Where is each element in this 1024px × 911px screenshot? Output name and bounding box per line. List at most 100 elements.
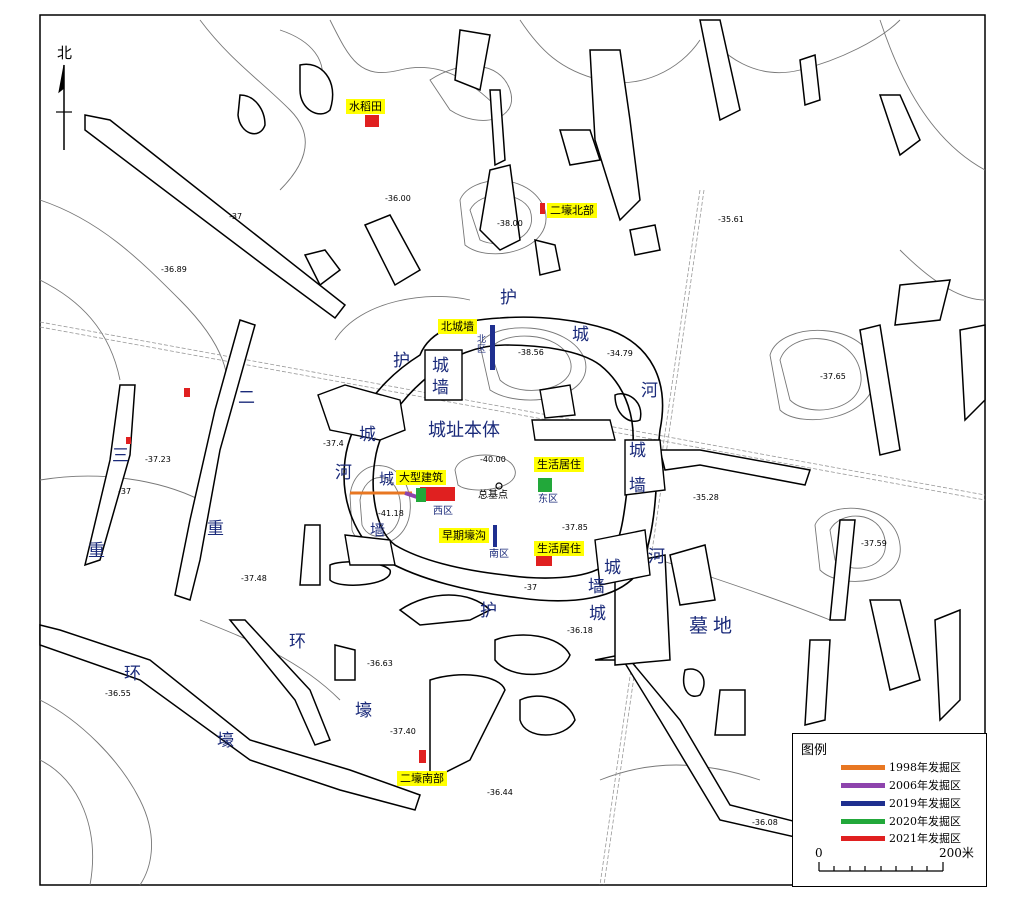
wall-char: 城 bbox=[432, 356, 449, 376]
moat-char: 河 bbox=[648, 547, 665, 567]
callout-moat2-north: 二壕北部 bbox=[547, 203, 597, 218]
elevation-label: -38.00 bbox=[497, 219, 523, 228]
excavation-south-living bbox=[536, 556, 552, 566]
elevation-label: -36.44 bbox=[487, 788, 513, 797]
excavation-moat2-south bbox=[419, 750, 426, 763]
elevation-label: -36.63 bbox=[367, 659, 393, 668]
excavation-moat2-north bbox=[540, 203, 545, 214]
callout-north-wall: 北城墙 bbox=[438, 319, 477, 334]
ring2-char-4: 壕 bbox=[355, 701, 372, 721]
datum-marker bbox=[495, 482, 503, 490]
legend-title: 图例 bbox=[801, 743, 828, 758]
elevation-label: -41.18 bbox=[378, 509, 404, 518]
excavation-areas bbox=[126, 115, 552, 763]
elevation-label: -36.08 bbox=[752, 818, 778, 827]
ring3-char-1: 三 bbox=[112, 446, 129, 466]
road-lines bbox=[39, 189, 986, 886]
wall-char: 墙 bbox=[432, 378, 449, 398]
elevation-label: -40.00 bbox=[480, 455, 506, 464]
legend-item-1998: 1998年发掘区 bbox=[841, 761, 961, 774]
excavation-west-a bbox=[184, 388, 190, 397]
elevation-label: -36.00 bbox=[385, 194, 411, 203]
north-label: 北 bbox=[57, 44, 73, 62]
legend-item-2019: 2019年发掘区 bbox=[841, 797, 961, 810]
legend-label: 1998年发掘区 bbox=[889, 761, 961, 774]
zone-north: 北区 bbox=[477, 335, 487, 355]
legend-label: 2019年发掘区 bbox=[889, 797, 961, 810]
cemetery-char-2: 地 bbox=[713, 615, 733, 637]
moat-char: 护 bbox=[480, 601, 497, 621]
elevation-label: -37.23 bbox=[145, 455, 171, 464]
callout-moat2-south: 二壕南部 bbox=[397, 771, 447, 786]
elevation-label: -37.85 bbox=[562, 523, 588, 532]
ring2-char-3: 环 bbox=[289, 632, 306, 652]
wall-char: 墙 bbox=[370, 521, 386, 539]
elevation-label: -38.56 bbox=[518, 348, 544, 357]
city-body-label: 城址本体 bbox=[428, 420, 500, 441]
wall-char: 墙 bbox=[588, 577, 605, 597]
moat-char: 城 bbox=[572, 325, 589, 345]
legend-swatch bbox=[841, 800, 885, 806]
ring3-char-2: 重 bbox=[88, 541, 105, 561]
elevation-label: -35.28 bbox=[693, 493, 719, 502]
elevation-label: -37.4 bbox=[323, 439, 344, 448]
excavation-south-ditch bbox=[493, 525, 497, 547]
north-arrow bbox=[56, 64, 72, 150]
legend-label: 2021年发掘区 bbox=[889, 832, 961, 845]
elevation-label: -37.59 bbox=[861, 539, 887, 548]
elevation-label: -37.48 bbox=[241, 574, 267, 583]
zone-west: 西区 bbox=[433, 506, 453, 517]
elevation-label: -37 bbox=[229, 212, 243, 221]
elevation-label: -37 bbox=[524, 583, 538, 592]
moat-char: 河 bbox=[641, 381, 658, 401]
moat-char: 城 bbox=[589, 604, 606, 624]
legend-swatch bbox=[841, 782, 885, 788]
zone-south: 南区 bbox=[489, 549, 509, 560]
excavation-paddy bbox=[365, 115, 379, 127]
moat-char: 河 bbox=[335, 463, 352, 483]
elevation-label: -36.89 bbox=[161, 265, 187, 274]
excavation-east-living bbox=[538, 478, 552, 492]
moat-water-bodies bbox=[39, 19, 986, 881]
ring3-char-3: 环 bbox=[124, 664, 141, 684]
ring2-char-2: 重 bbox=[207, 519, 224, 539]
scale-end: 200米 bbox=[939, 846, 974, 860]
legend-item-2006: 2006年发掘区 bbox=[841, 779, 961, 792]
callout-living-south: 生活居住 bbox=[534, 541, 584, 556]
legend-label: 2020年发掘区 bbox=[889, 815, 961, 828]
wall-char: 墙 bbox=[629, 476, 646, 496]
legend-label: 2006年发掘区 bbox=[889, 779, 961, 792]
excavation-west-b bbox=[126, 437, 131, 444]
elevation-label: -36.18 bbox=[567, 626, 593, 635]
callout-living-east: 生活居住 bbox=[534, 457, 584, 472]
zone-east: 东区 bbox=[538, 494, 558, 505]
zone-datum: 总基点 bbox=[478, 490, 508, 501]
callout-paddy: 水稻田 bbox=[346, 99, 385, 114]
ring3-char-4: 壕 bbox=[217, 731, 234, 751]
legend-swatch bbox=[841, 818, 885, 824]
scale-bar bbox=[818, 862, 944, 872]
elevation-label: -34.79 bbox=[607, 349, 633, 358]
wall-blocks bbox=[317, 349, 666, 586]
moat-char: 城 bbox=[359, 425, 376, 445]
legend-item-2020: 2020年发掘区 bbox=[841, 815, 961, 828]
elevation-label: -37.40 bbox=[390, 727, 416, 736]
legend-swatch bbox=[841, 835, 885, 841]
elevation-label: -35.61 bbox=[718, 215, 744, 224]
wall-char: 城 bbox=[629, 441, 646, 461]
wall-char: 城 bbox=[379, 470, 395, 488]
elevation-label: -36.55 bbox=[105, 689, 131, 698]
callout-early-ditch: 早期壕沟 bbox=[439, 528, 489, 543]
moat-char: 护 bbox=[500, 288, 517, 308]
excavation-big-building bbox=[420, 487, 455, 501]
excavation-2020-west bbox=[416, 488, 426, 502]
legend-swatch bbox=[841, 764, 885, 770]
cemetery-char-1: 墓 bbox=[689, 615, 709, 637]
map-legend: 图例 1998年发掘区 2006年发掘区 2019年发掘区 2020年发掘区 2… bbox=[792, 733, 987, 887]
moat-char: 护 bbox=[393, 351, 410, 371]
scale-start: 0 bbox=[815, 846, 823, 860]
elevation-label: -37.65 bbox=[820, 372, 846, 381]
callout-big-building: 大型建筑 bbox=[396, 470, 446, 485]
elevation-label: -37 bbox=[118, 487, 132, 496]
